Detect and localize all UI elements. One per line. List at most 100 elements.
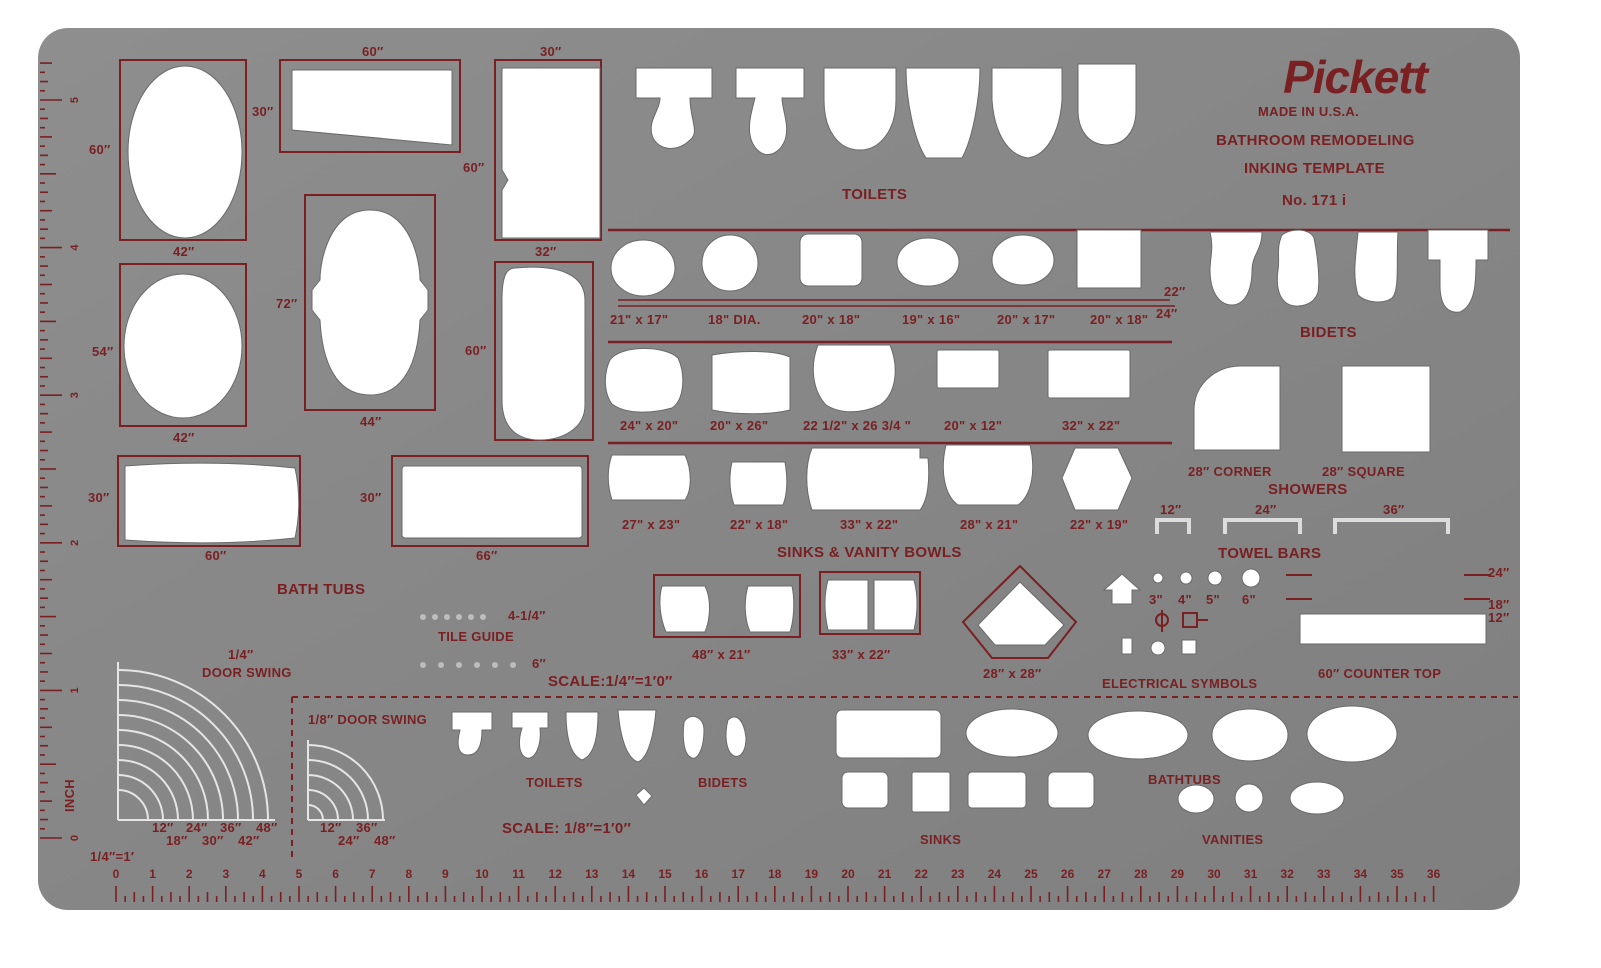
bottom-ruler-number: 35	[1390, 867, 1404, 881]
bath-tub-group	[117, 59, 602, 547]
vanity-cutouts	[659, 579, 1065, 646]
ruler-scale-label: 1/4″=1′	[90, 849, 135, 864]
tub-dim-72: 72″	[276, 296, 298, 311]
bottom-ruler-number: 8	[405, 867, 412, 881]
scale-quarter-label: SCALE:1/4″=1′0″	[548, 673, 673, 690]
counter-dim-18: 18″	[1488, 597, 1510, 612]
tub-dim-60a: 60″	[89, 142, 111, 157]
bottom-ruler-number: 27	[1098, 867, 1112, 881]
tub-dim-60e: 60″	[205, 548, 227, 563]
sink-dim-r1-4: 20" x 17"	[997, 312, 1056, 327]
tub-dim-30b: 30″	[540, 44, 562, 59]
elec-size-4: 4"	[1178, 592, 1192, 607]
counter-top-label: 60″ COUNTER TOP	[1318, 666, 1442, 681]
tub-dim-42a: 42″	[173, 244, 195, 259]
door-swing-e-36: 36″	[356, 820, 378, 835]
bottom-ruler-number: 5	[296, 867, 303, 881]
bottom-ruler-number: 15	[658, 867, 672, 881]
tile-guide-dots	[420, 614, 516, 668]
bottom-ruler-number: 28	[1134, 867, 1148, 881]
sink-dim-r3-1: 22" x 18"	[730, 517, 789, 532]
door-swing-q-24: 24″	[186, 820, 208, 835]
bottom-ruler-number: 7	[369, 867, 376, 881]
tub-dim-42b: 42″	[173, 430, 195, 445]
door-swing-e-48: 48″	[374, 833, 396, 848]
door-swing-e-24: 24″	[338, 833, 360, 848]
towel-bar-36: 36″	[1383, 502, 1405, 517]
bottom-ruler-number: 32	[1281, 867, 1295, 881]
rect-tub-60x30	[291, 69, 453, 146]
tub-60x30	[124, 462, 300, 544]
toilets-label: TOILETS	[842, 186, 908, 203]
bottom-ruler-number: 19	[805, 867, 819, 881]
tub-dim-66: 66″	[476, 548, 498, 563]
tub-66x30	[401, 465, 583, 539]
inch-label: INCH	[62, 779, 77, 812]
elec-size-5: 5"	[1206, 592, 1220, 607]
sink-row2	[604, 344, 1131, 415]
showers-label: SHOWERS	[1268, 481, 1348, 498]
rect-tub-32x60	[501, 67, 601, 239]
left-ruler-number: 0	[69, 835, 81, 841]
electrical-ink	[1155, 574, 1490, 632]
shower-square-label: 28″ SQUARE	[1322, 464, 1405, 479]
model-number: No. 171 i	[1282, 192, 1347, 209]
bidet-dim-22: 22″	[1164, 284, 1186, 299]
oval-tub-54x42	[123, 273, 243, 419]
bath-tub-cutouts	[123, 65, 601, 544]
sink-dim-r1-0: 21" x 17"	[610, 312, 669, 327]
sink-dim-r2-4: 32" x 22"	[1062, 418, 1121, 433]
eighth-scale-cutouts	[451, 705, 1398, 815]
bottom-ruler-number: 12	[549, 867, 563, 881]
door-swing-q-48: 48″	[256, 820, 278, 835]
towel-bars-label: TOWEL BARS	[1218, 545, 1322, 562]
sink-dim-r3-2: 33" x 22"	[840, 517, 899, 532]
sink-dim-r1-1: 18" DIA.	[708, 312, 761, 327]
brand-logo: Pickett	[1283, 51, 1428, 103]
door-swing-quarter-title2: DOOR SWING	[202, 665, 292, 680]
oval-tub-60x42	[127, 65, 243, 239]
bottom-ruler-number: 24	[988, 867, 1002, 881]
tile-guide-label: TILE GUIDE	[438, 629, 514, 644]
bottom-ruler-number: 23	[951, 867, 965, 881]
bottom-ruler-number: 6	[332, 867, 339, 881]
towel-bars	[1155, 518, 1450, 534]
bath-tubs-label: BATH TUBS	[277, 581, 366, 598]
sink-dim-r1-3: 19" x 16"	[902, 312, 961, 327]
elec-size-6: 6"	[1242, 592, 1256, 607]
sink-dim-r3-3: 28" x 21"	[960, 517, 1019, 532]
door-swing-eighth	[307, 740, 385, 821]
sink-dim-r1-2: 20" x 18"	[802, 312, 861, 327]
tile-size-6: 6″	[532, 656, 547, 671]
tub-dim-60b: 60″	[362, 44, 384, 59]
tub-dim-30d: 30″	[360, 490, 382, 505]
door-swing-q-18: 18″	[166, 833, 188, 848]
bottom-ruler-number: 11	[512, 867, 525, 881]
counter-dim-24: 24″	[1488, 565, 1510, 580]
elec-size-3: 3"	[1149, 592, 1163, 607]
tub-dim-60c: 60″	[463, 160, 485, 175]
door-swing-e-12: 12″	[320, 820, 342, 835]
bottom-ruler-number: 13	[585, 867, 599, 881]
door-swing-q-12: 12″	[152, 820, 174, 835]
bottom-ruler-number: 16	[695, 867, 709, 881]
door-swing-quarter-title1: 1/4″	[228, 647, 254, 662]
tub-dim-30c: 30″	[88, 490, 110, 505]
bottom-ruler-number: 3	[222, 867, 229, 881]
door-swing-q-42: 42″	[238, 833, 260, 848]
eighth-toilets-label: TOILETS	[526, 775, 583, 790]
bottom-ruler-number: 31	[1244, 867, 1258, 881]
bottom-ruler-number: 25	[1024, 867, 1038, 881]
eighth-sinks-label: SINKS	[920, 832, 962, 847]
tub-dim-60d: 60″	[465, 343, 487, 358]
sink-row3	[607, 444, 1133, 511]
left-ruler-number: 5	[69, 97, 81, 103]
vanity-dim-33: 33″ x 22″	[832, 647, 891, 662]
door-swing-eighth-title: 1/8″ DOOR SWING	[308, 712, 428, 727]
left-ruler-number: 3	[69, 392, 81, 398]
bottom-ruler-number: 9	[442, 867, 449, 881]
shower-cutouts	[1193, 365, 1431, 453]
towel-bar-12: 12″	[1160, 502, 1182, 517]
electrical-label: ELECTRICAL SYMBOLS	[1102, 676, 1258, 691]
